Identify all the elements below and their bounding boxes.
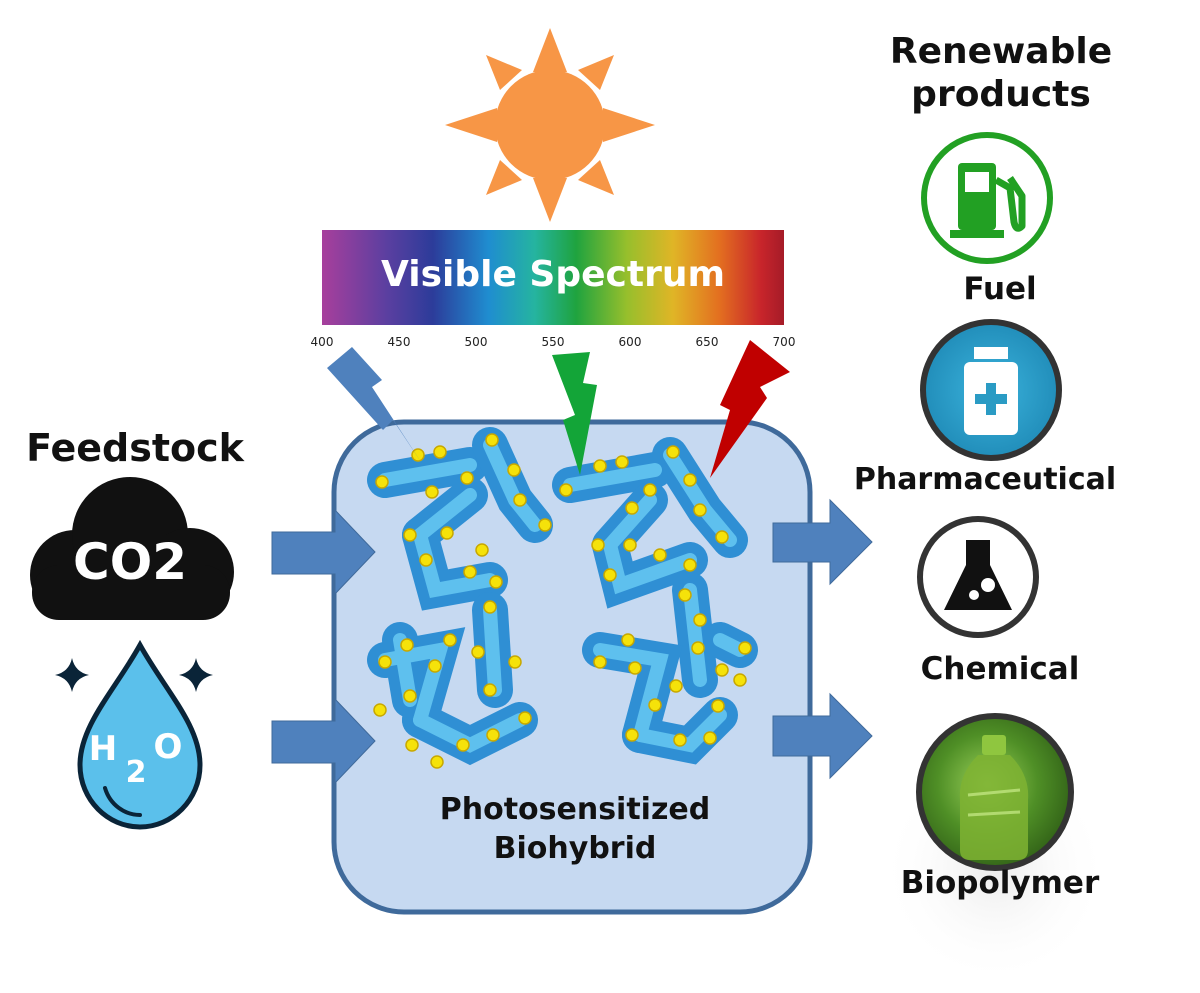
product-label-biopolymer: Biopolymer [900, 865, 1100, 901]
products-title: Renewable products [870, 30, 1132, 116]
products-title-line1: Renewable [889, 31, 1113, 72]
product-label-chemical: Chemical [920, 651, 1080, 687]
spectrum-label: Visible Spectrum [381, 254, 725, 295]
green-lightning-bolt-icon [552, 352, 597, 475]
biohybrid-label-line1: Photosensitized [439, 792, 711, 827]
biohybrid-label-line2: Biohybrid [493, 831, 657, 866]
spectrum-tick: 600 [619, 335, 642, 349]
water-drop-icon: H 2 O [77, 639, 203, 830]
photosensitizer-dots [373, 433, 752, 769]
cloud-icon [30, 477, 234, 620]
output-arrow-top [772, 498, 873, 586]
fuel-pump-icon [921, 132, 1053, 264]
spectrum-axis: 400 450 500 550 600 650 700 [311, 335, 796, 349]
sparkle-icon [55, 658, 89, 692]
products-title-line2: products [911, 74, 1091, 116]
h2o-subscript: 2 [126, 755, 147, 790]
bacteria-cluster-left [367, 427, 553, 766]
input-arrow-h2o [271, 697, 376, 785]
h2o-o: O [154, 727, 183, 767]
medicine-bottle-icon [920, 319, 1062, 461]
biohybrid-label: Photosensitized Biohybrid [395, 790, 755, 868]
co2-label: CO2 [73, 533, 187, 591]
flask-icon [917, 516, 1039, 638]
product-label-fuel: Fuel [963, 271, 1037, 307]
bacteria-cluster-right [552, 437, 758, 765]
output-arrow-bottom [772, 692, 873, 780]
sparkle-icon [179, 658, 213, 692]
sun-icon [445, 28, 655, 222]
red-lightning-bolt-icon [710, 340, 790, 478]
visible-spectrum-bar [322, 230, 784, 325]
spectrum-tick: 650 [696, 335, 719, 349]
input-arrow-co2 [271, 508, 376, 596]
spectrum-tick: 550 [542, 335, 565, 349]
blue-lightning-bolt-icon [327, 347, 423, 465]
spectrum-tick: 450 [388, 335, 411, 349]
feedstock-title: Feedstock [26, 426, 244, 470]
spectrum-tick: 400 [311, 335, 334, 349]
bottle-icon [916, 713, 1074, 871]
spectrum-tick: 700 [773, 335, 796, 349]
product-label-pharmaceutical: Pharmaceutical [853, 462, 1117, 497]
spectrum-tick: 500 [465, 335, 488, 349]
h2o-h: H [89, 729, 117, 769]
